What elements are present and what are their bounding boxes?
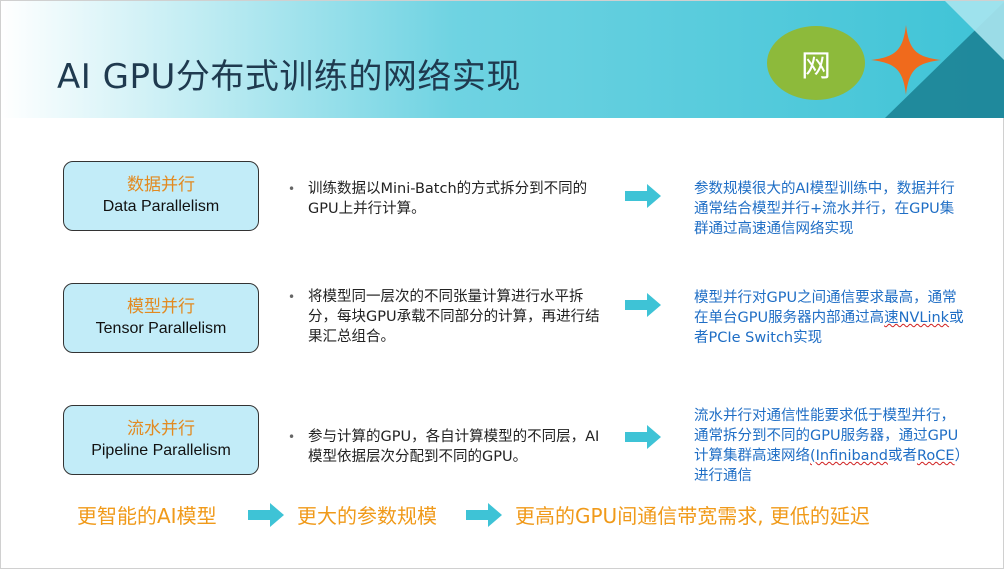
row-note: 模型并行对GPU之间通信要求最高，通常在单台GPU服务器内部通过高速NVLink… — [694, 288, 964, 348]
badge-text: 网 — [801, 49, 831, 84]
arrow-right-icon — [625, 293, 661, 317]
row-note: 参数规模很大的AI模型训练中，数据并行通常结合模型并行+流水并行，在GPU集群通… — [694, 179, 964, 239]
pill-en-label: Data Parallelism — [102, 198, 220, 215]
arrow-right-icon — [248, 503, 284, 527]
pill-en-label: Pipeline Parallelism — [91, 442, 231, 459]
bottom-step-1: 更智能的AI模型 — [77, 504, 217, 528]
description-text: 训练数据以Mini-Batch的方式拆分到不同的GPU上并行计算。 — [308, 181, 588, 217]
note-text-start: 流水并行对通信性能要求低于模型并行，通常拆分到不同的GPU服务器，通过GPU计算… — [694, 408, 959, 464]
pill-cn-label: 数据并行 — [127, 175, 195, 195]
description-text: 参与计算的GPU，各自计算模型的不同层，AI模型依据层次分配到不同的GPU。 — [308, 429, 600, 465]
pipeline-parallelism-box: 流水并行 Pipeline Parallelism — [63, 405, 259, 475]
arrow-right-icon — [625, 425, 661, 449]
corner-decoration — [885, 1, 1004, 118]
tensor-parallelism-box: 模型并行 Tensor Parallelism — [63, 283, 259, 353]
bottom-step-3: 更高的GPU间通信带宽需求, 更低的延迟 — [515, 504, 870, 528]
arrow-right-icon — [625, 184, 661, 208]
arrow-right-icon — [466, 503, 502, 527]
title-banner: AI GPU分布式训练的网络实现 网 — [1, 1, 1004, 118]
row-description: • 将模型同一层次的不同张量计算进行水平拆分，每块GPU承载不同部分的计算，再进… — [288, 289, 600, 345]
note-text-start: 模型并行对GPU之间通信要求最高，通常在单台GPU服务器内部通过高 — [694, 290, 957, 326]
star-icon — [871, 25, 941, 95]
row-description: • 训练数据以Mini-Batch的方式拆分到不同的GPU上并行计算。 — [288, 181, 588, 217]
bottom-step-2: 更大的参数规模 — [297, 504, 437, 528]
note-marked-term: RoCE — [916, 448, 955, 464]
description-text: 将模型同一层次的不同张量计算进行水平拆分，每块GPU承载不同部分的计算，再进行结… — [308, 289, 600, 345]
row-description: • 参与计算的GPU，各自计算模型的不同层，AI模型依据层次分配到不同的GPU。 — [288, 429, 600, 465]
note-text-end: ）进行通信 — [694, 448, 962, 484]
note-text-end: 或者PCIe Switch实现 — [694, 310, 964, 346]
note-marked-term: 速NVLink — [884, 310, 950, 326]
row-note: 流水并行对通信性能要求低于模型并行，通常拆分到不同的GPU服务器，通过GPU计算… — [694, 406, 964, 486]
note-text: 参数规模很大的AI模型训练中，数据并行通常结合模型并行+流水并行，在GPU集群通… — [694, 181, 955, 237]
note-text-middle: 或者 — [887, 448, 917, 464]
pill-cn-label: 模型并行 — [127, 297, 195, 317]
pill-en-label: Tensor Parallelism — [95, 320, 227, 337]
pill-cn-label: 流水并行 — [127, 419, 195, 439]
note-marked-term: (Infiniband — [810, 448, 888, 464]
network-badge: 网 — [767, 26, 865, 100]
data-parallelism-box: 数据并行 Data Parallelism — [63, 161, 259, 231]
page-title: AI GPU分布式训练的网络实现 — [57, 57, 521, 97]
